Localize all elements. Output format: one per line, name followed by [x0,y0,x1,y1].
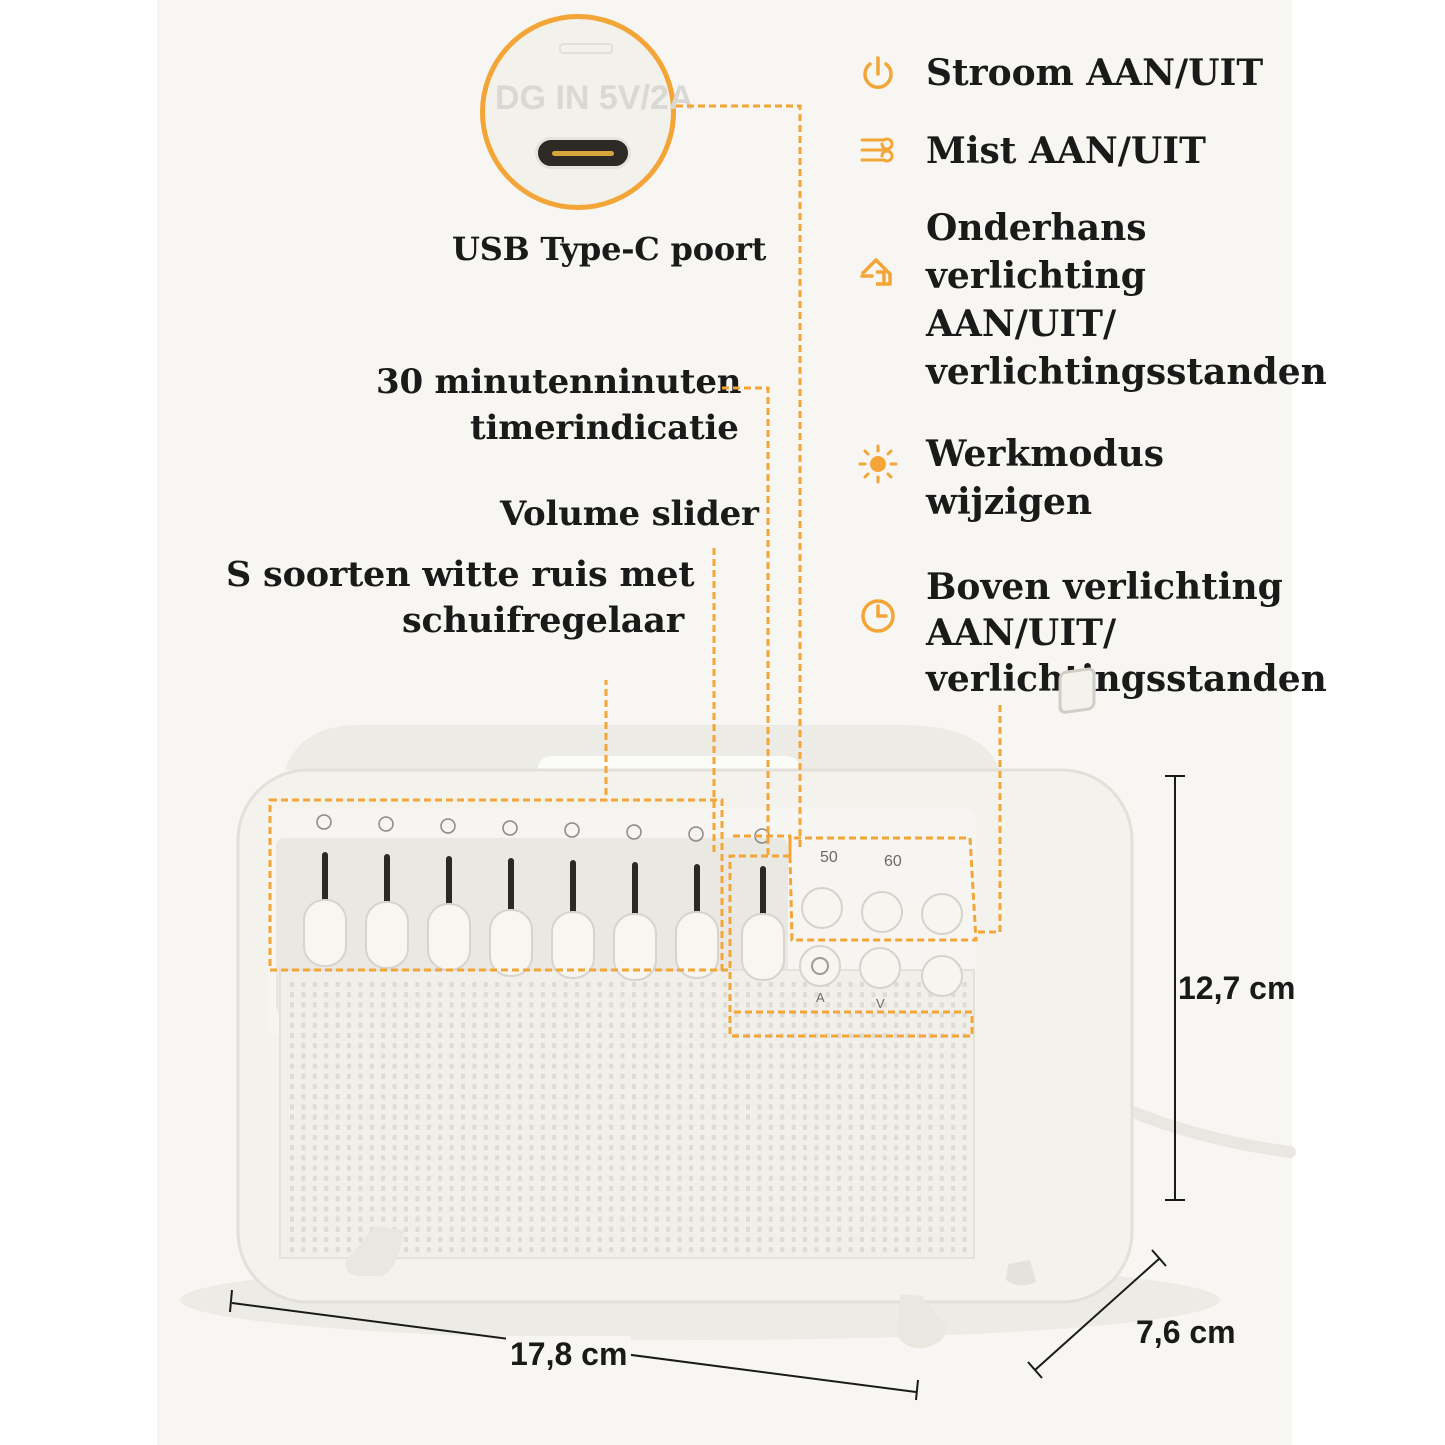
timer-label-line2: timerindicatie [470,408,739,448]
sound-button-3[interactable] [921,893,963,935]
leg-front-right [898,1294,947,1349]
feature-top-light-line2: AAN/UIT/ [926,612,1117,654]
clock-icon [861,599,895,633]
slider-knob[interactable] [551,911,595,979]
usb-c-port-icon [535,137,631,169]
sound-type-icon [316,814,332,830]
mist-button[interactable] [859,947,901,989]
sound-type-icon [626,824,642,840]
slider-knob[interactable] [675,911,719,979]
slider-knob[interactable] [741,913,785,981]
timer-callout-line [722,386,770,856]
feature-night-light: Onderhans verlichting AAN/UIT/ verlichti… [926,204,1327,396]
device-lid [285,725,1000,775]
feature-top-light: Boven verlichting AAN/UIT/ verlichtingss… [926,564,1327,702]
sound-type-icon [502,820,518,836]
noise-label-line1: S soorten witte ruis met [226,554,695,595]
button-letter-a: A [816,990,825,1005]
port-led-slot [559,43,613,54]
feature-power-text: Stroom AAN/UIT [926,52,1264,94]
timer-label-line1: 30 minutenninuten [376,362,742,402]
sound-type-icon [564,822,580,838]
feature-mist: Mist AAN/UIT [926,126,1206,176]
disc-icon [811,957,829,975]
power-icon [863,56,893,89]
timer-callout-box [788,836,978,942]
sound-button-1[interactable] [801,887,843,929]
feature-night-light-line4: verlichtingsstanden [926,351,1327,393]
depth-line [1034,1257,1161,1371]
slider-knob[interactable] [303,899,347,967]
sound-type-icon [688,826,704,842]
feature-mist-text: Mist AAN/UIT [926,130,1206,172]
noise-label-line2: schuifregelaar [402,600,685,641]
timer-mark-60: 60 [884,853,902,870]
side-vent [1058,667,1096,714]
sun-icon [858,444,898,484]
feature-night-light-line3: AAN/UIT/ [926,303,1117,345]
sound-button-2[interactable] [861,891,903,933]
power-cable [1122,1104,1296,1158]
feature-top-light-line3: verlichtingsstanden [926,658,1327,700]
sound-icons-row [316,814,770,844]
width-label: 17,8 cm [506,1336,632,1373]
volume-callout-box [270,834,974,1038]
timer-mark-50: 50 [820,849,838,866]
sound-type-icon [378,816,394,832]
mode-buttons: A V [799,887,963,1011]
feature-mode-line1: Werkmodus [926,433,1165,475]
feature-mode-line2: wijzigen [926,481,1093,523]
volume-slider-label: Volume slider [500,494,759,534]
slider-knob[interactable] [489,909,533,977]
slider-knob[interactable] [365,901,409,969]
slider-knob[interactable] [613,913,657,981]
slider-knob[interactable] [427,903,471,971]
usb-port-label: USB Type-C poort [452,230,767,268]
feature-night-light-line2: verlichting [926,255,1146,297]
usb-port-zoom: DG IN 5V/2A [480,14,693,210]
mist-icon [860,137,894,163]
depth-label: 7,6 cm [1136,1314,1236,1350]
sound-sliders [303,852,785,981]
feature-night-light-line1: Onderhans [926,207,1147,249]
feature-power: Stroom AAN/UIT [926,48,1263,98]
power-button[interactable] [799,945,841,987]
leg-back-right [1006,1260,1036,1286]
light-button[interactable] [921,955,963,997]
sound-type-icon [440,818,456,834]
usb-callout-line [676,104,802,850]
feature-top-light-line1: Boven verlichting [926,566,1283,608]
house-light-icon [860,258,892,286]
grille-dots [290,982,967,1253]
leg-front-left [345,1226,404,1276]
top-light-callout-line [978,702,1002,934]
port-rating-text: DG IN 5V/2A [495,79,694,117]
height-label: 12,7 cm [1178,970,1296,1006]
feature-mode: Werkmodus wijzigen [926,430,1164,526]
button-letter-v: V [876,996,885,1011]
